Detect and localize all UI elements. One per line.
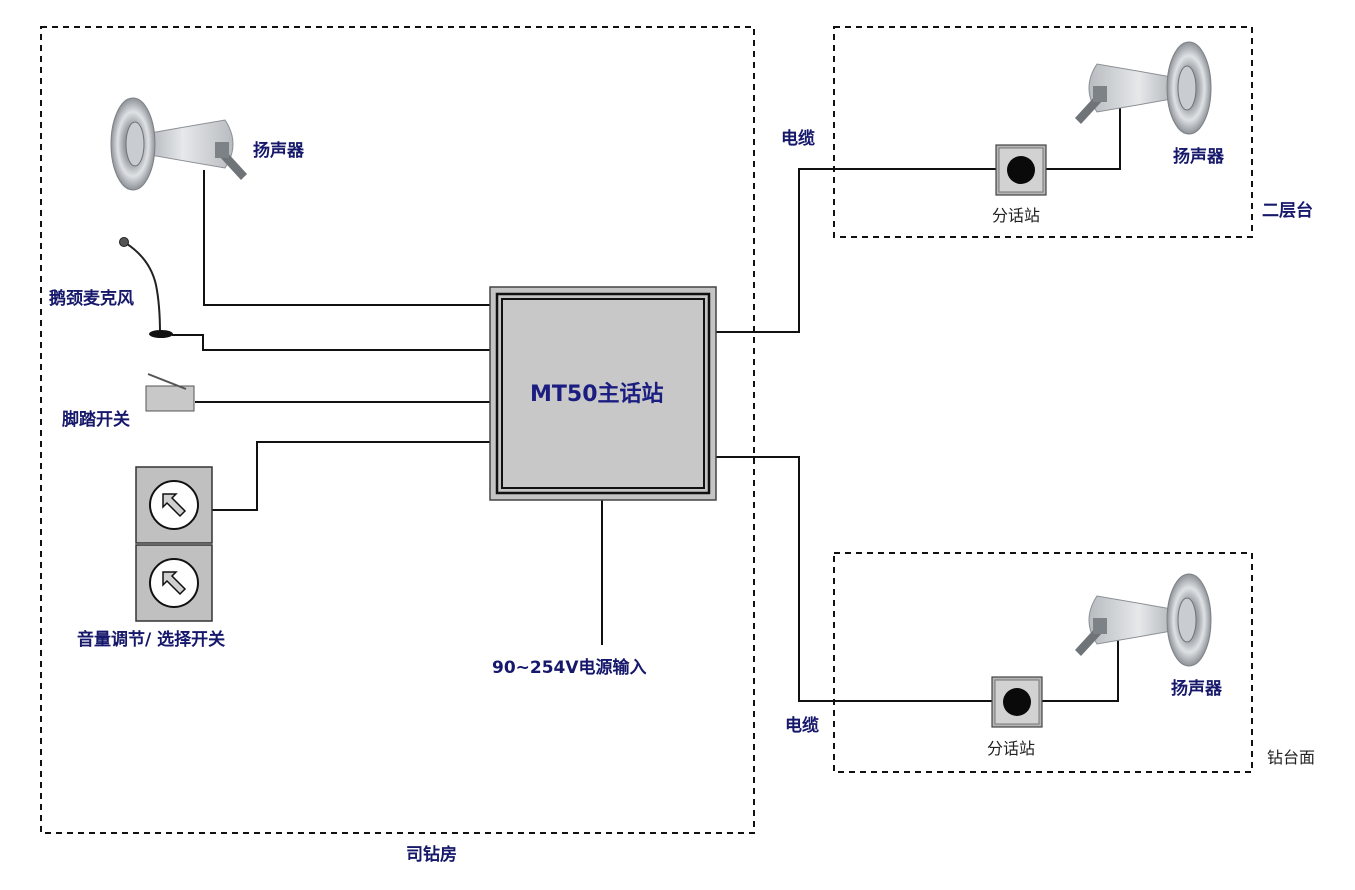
- wire-cable-top: [716, 168, 996, 333]
- substation-button-icon: [995, 144, 1047, 196]
- wire-speaker-bottom: [1042, 638, 1119, 702]
- horn-speaker-icon: [1074, 573, 1212, 667]
- foot-switch-icon: [145, 373, 195, 412]
- zone-driller-room: [40, 26, 755, 834]
- wire-volume-selector: [211, 441, 490, 511]
- zone-drill-floor-label: 钻台面: [1267, 748, 1316, 767]
- wire-microphone: [172, 334, 490, 351]
- wire-speaker-top: [1046, 96, 1121, 170]
- main-station-label: MT50主话站: [530, 382, 664, 407]
- foot-switch-label: 脚踏开关: [62, 410, 130, 430]
- volume-selector-label: 音量调节/ 选择开关: [77, 630, 226, 650]
- zone-drill-floor: [833, 552, 1253, 773]
- power-input-label: 90~254V电源输入: [492, 658, 647, 678]
- cable-label-bottom: 电缆: [785, 716, 819, 736]
- wire-speaker: [203, 170, 490, 306]
- zone-second-floor: [833, 26, 1253, 238]
- gooseneck-mic-label: 鹅颈麦克风: [49, 289, 134, 309]
- speaker-label-top: 扬声器: [1173, 147, 1224, 167]
- substation-label-bottom: 分话站: [987, 739, 1036, 758]
- substation-label-top: 分话站: [992, 206, 1041, 225]
- zone-second-floor-label: 二层台: [1262, 201, 1313, 221]
- horn-speaker-icon: [1074, 41, 1212, 135]
- rotary-knob-icon: [135, 466, 213, 544]
- speaker-label-bottom: 扬声器: [1171, 679, 1222, 699]
- substation-button-icon: [991, 676, 1043, 728]
- horn-speaker-icon: [110, 97, 248, 191]
- rotary-knob-icon: [135, 544, 213, 622]
- wire-cable-bottom: [716, 456, 992, 702]
- main-station-box: [489, 286, 717, 501]
- speaker-label: 扬声器: [253, 141, 304, 161]
- cable-label-top: 电缆: [781, 129, 815, 149]
- zone-driller-room-label: 司钻房: [406, 845, 457, 865]
- wiring-lines: [172, 96, 1121, 702]
- gooseneck-microphone-icon: [119, 237, 173, 338]
